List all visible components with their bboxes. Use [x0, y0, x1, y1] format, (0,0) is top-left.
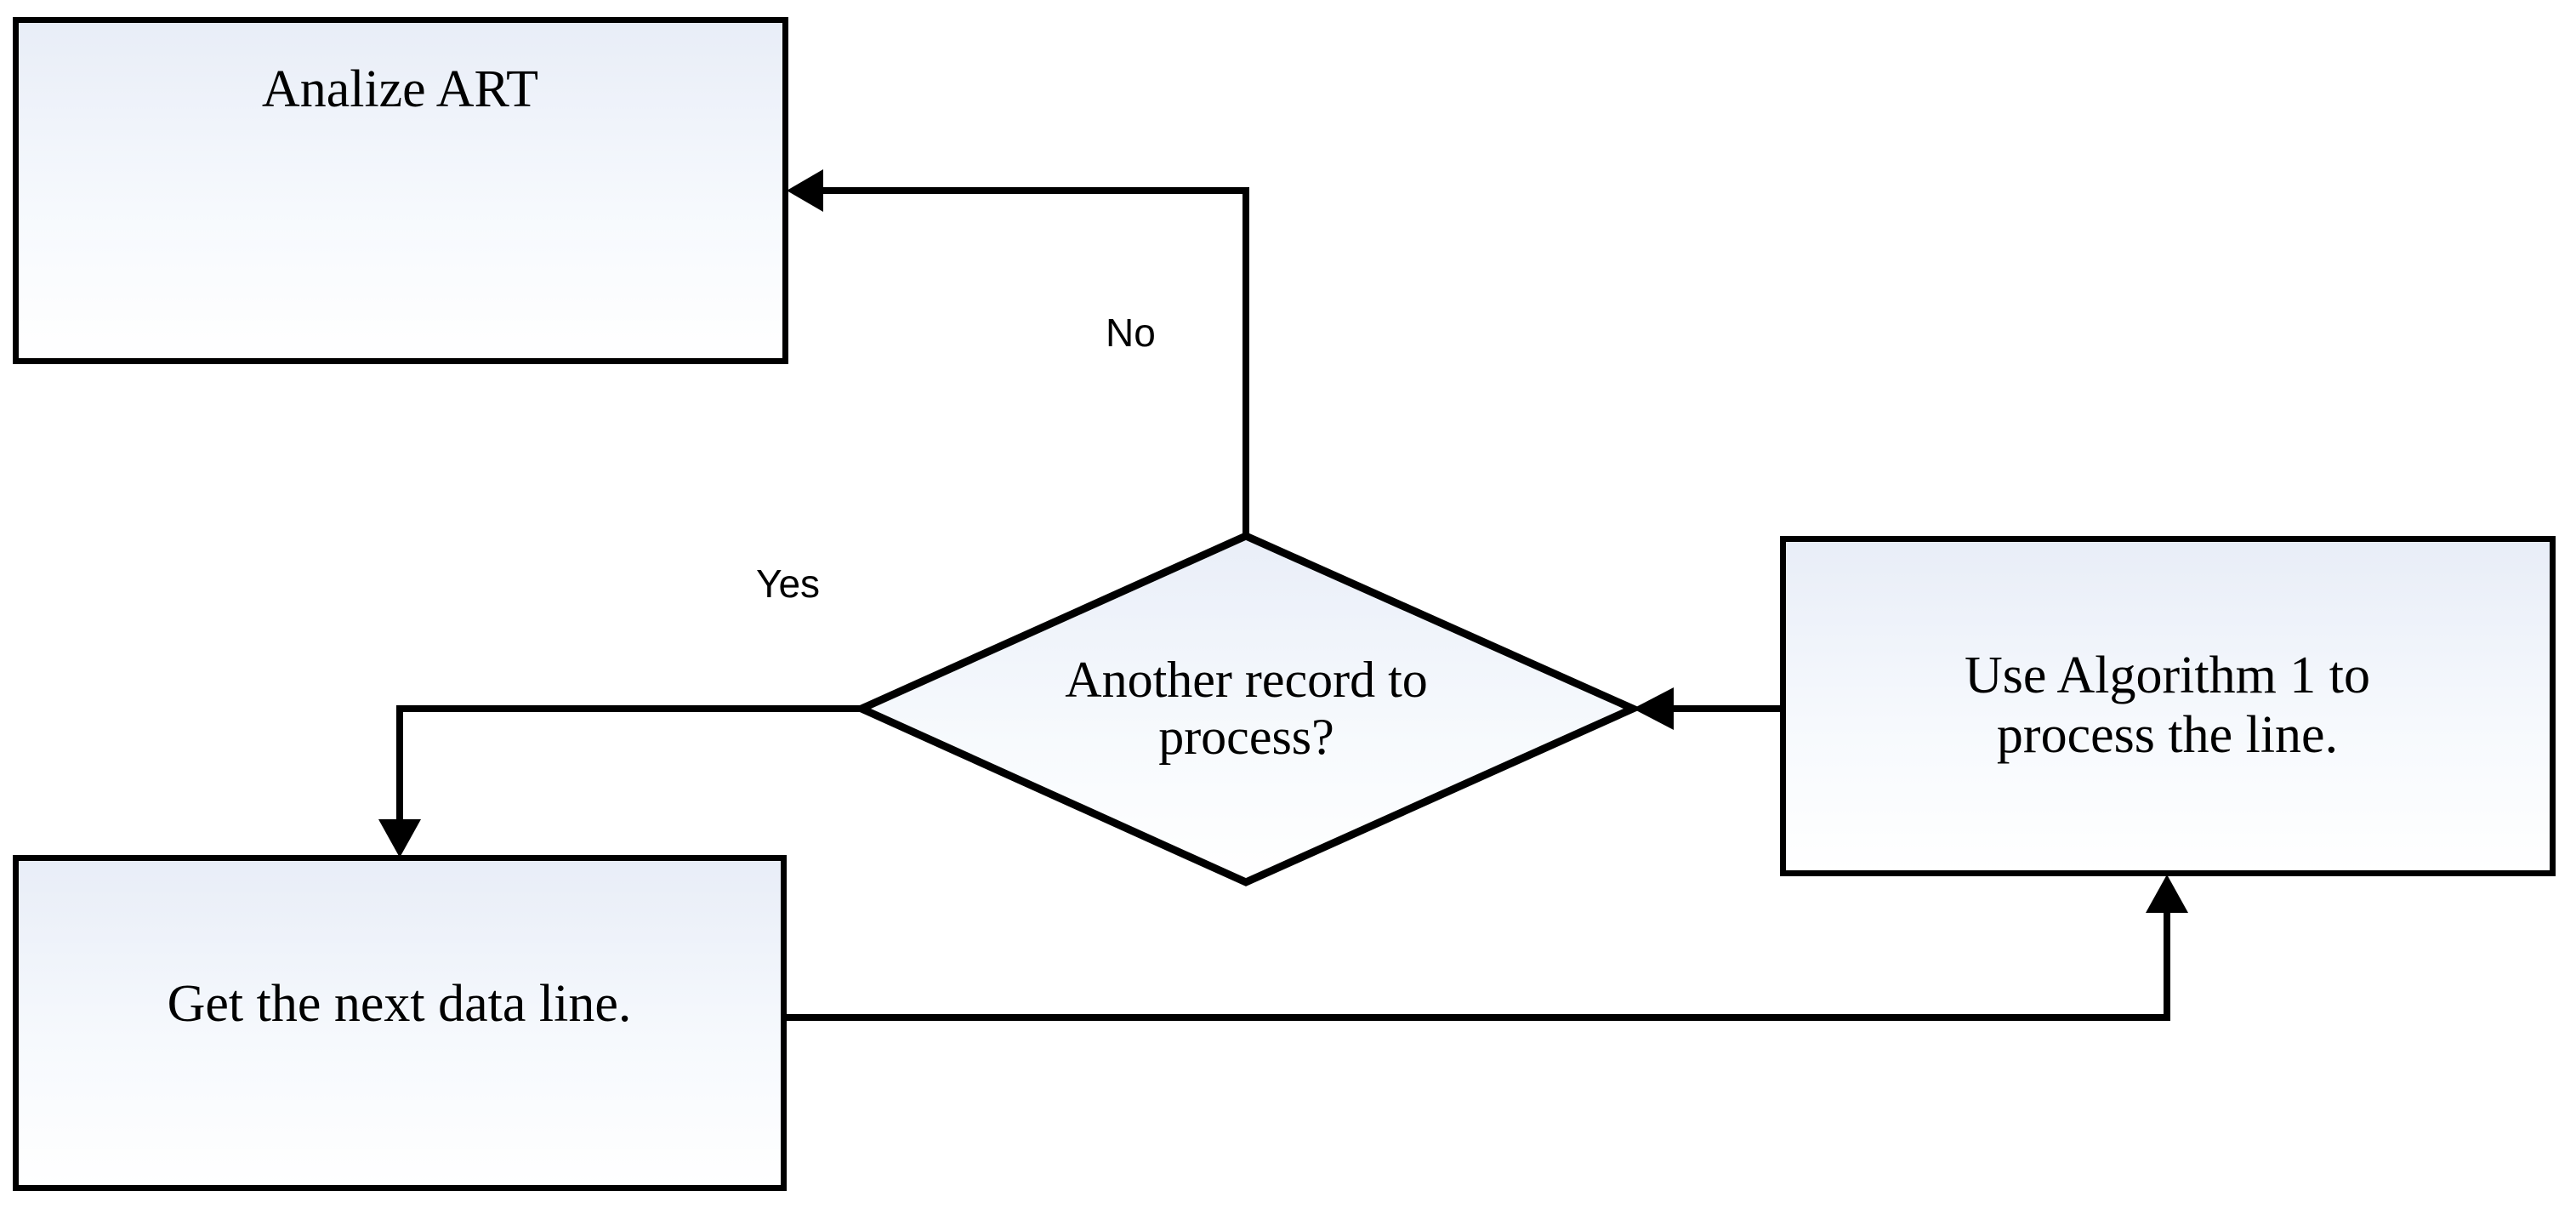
node-analize-art-shape[interactable] [13, 17, 788, 364]
edge-label-yes: Yes [756, 561, 821, 606]
edge-no-branch [787, 169, 1249, 536]
edge-label-no: No [1106, 311, 1156, 355]
edge-yes-branch [378, 705, 862, 858]
node-another-record-shape[interactable] [852, 532, 1643, 886]
edge-return-branch [787, 875, 2188, 1021]
node-use-algorithm-shape[interactable] [1780, 536, 2556, 876]
edge-algorithm-to-decision [1633, 687, 1780, 730]
node-get-next-line-shape[interactable] [13, 855, 787, 1191]
